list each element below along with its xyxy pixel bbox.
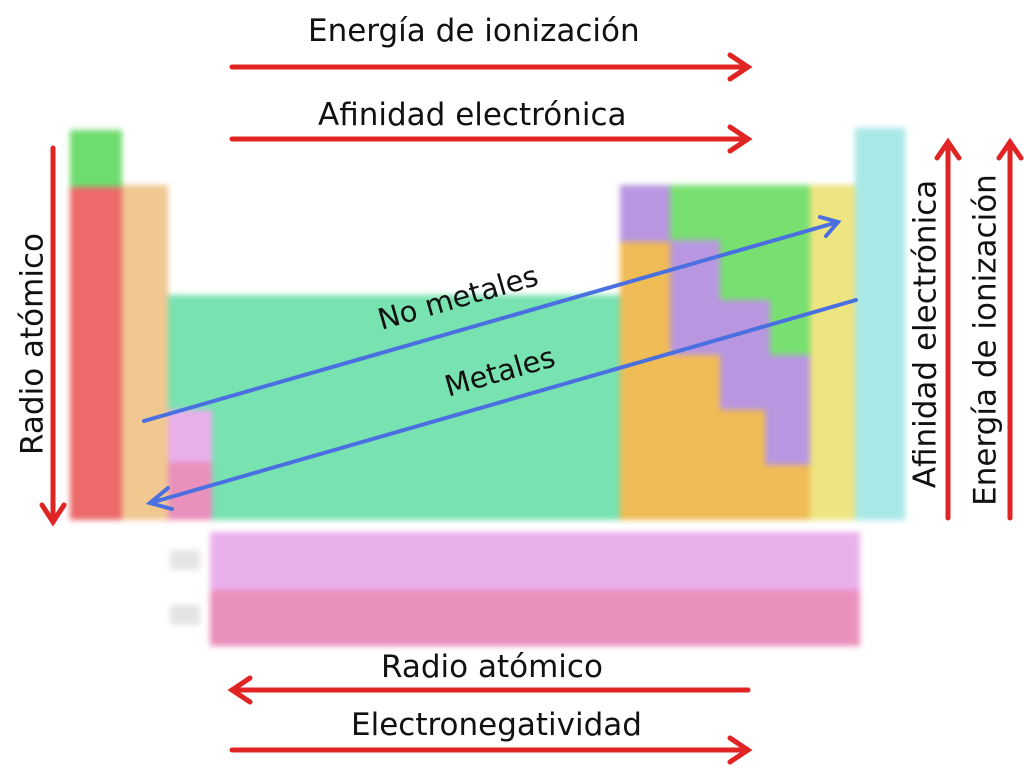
alkaline-earth-block <box>122 185 168 520</box>
hydrogen-block <box>70 130 122 187</box>
atomic-radius-arrow-bottom <box>227 675 751 705</box>
metalloid-2 <box>670 240 720 300</box>
label-electron-affinity-right: Afinidad electrónica <box>907 179 944 489</box>
ionization-energy-arrow-right <box>996 137 1024 521</box>
label-electronegativity-bottom: Electronegatividad <box>351 707 642 743</box>
transition-metals-block <box>168 295 620 520</box>
metals-arrow-diagonal <box>145 298 858 511</box>
label-atomic-radius-bottom: Radio atómico <box>381 649 603 685</box>
label-ionization-energy-top: Energía de ionización <box>308 13 640 49</box>
lanthanides-row <box>210 532 860 590</box>
halogen-block <box>810 185 855 520</box>
lanthanide-marker <box>168 410 212 462</box>
electronegativity-arrow-bottom <box>229 735 753 765</box>
metalloid-boron <box>620 185 670 242</box>
noble-gas-block <box>855 128 905 520</box>
lanthanide-label-shadow <box>170 550 200 570</box>
metalloid-4 <box>720 355 810 410</box>
nonmetal-row4 <box>770 300 810 355</box>
actinides-row <box>210 590 860 646</box>
atomic-radius-arrow-left <box>39 145 67 527</box>
actinide-label-shadow <box>170 605 200 625</box>
label-electron-affinity-top: Afinidad electrónica <box>318 97 627 133</box>
electron-affinity-arrow-top <box>229 124 753 154</box>
alkali-metals-block <box>70 187 122 520</box>
metalloid-5 <box>765 410 810 465</box>
nonmetals-arrow-diagonal <box>142 215 842 423</box>
electron-affinity-arrow-right <box>934 137 962 521</box>
label-atomic-radius-left: Radio atómico <box>14 233 51 455</box>
nonmetal-row2 <box>670 185 810 240</box>
label-ionization-energy-right: Energía de ionización <box>967 174 1004 506</box>
ionization-energy-arrow-top <box>229 52 753 82</box>
